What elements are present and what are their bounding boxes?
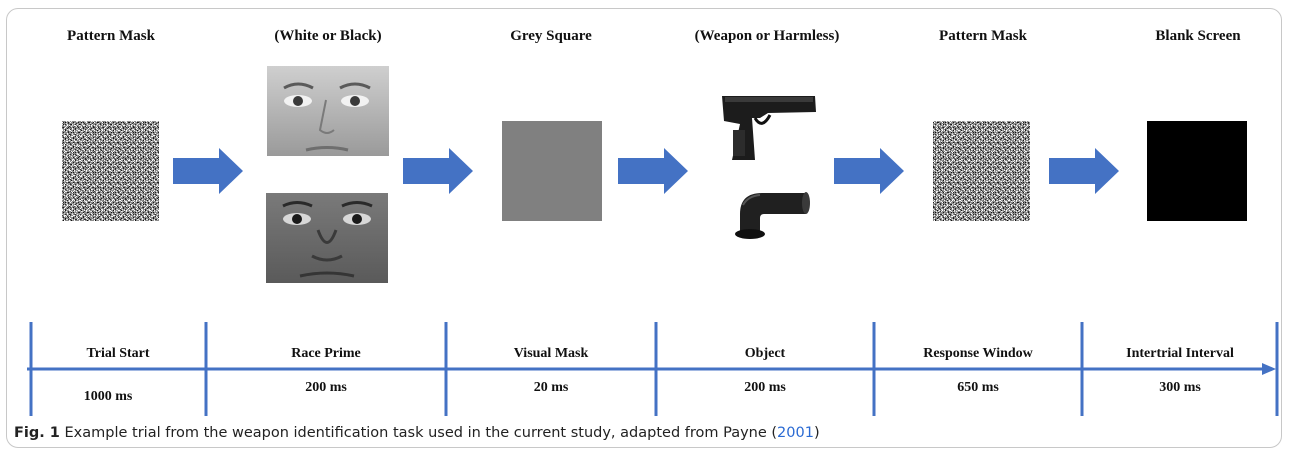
pipe-photo [735,192,810,239]
grey-square-stimulus [502,121,602,221]
timeline-duration-race-prime: 200 ms [305,380,347,395]
timeline-duration-visual-mask: 20 ms [533,380,569,395]
arrow-right-icon [173,148,243,194]
pattern-mask-stimulus-2 [933,121,1030,221]
timeline-duration-intertrial-interval: 300 ms [1159,380,1201,395]
timeline-duration-response-window: 650 ms [957,380,999,395]
timeline [27,322,1279,416]
timeline-label-race-prime: Race Prime [291,346,361,361]
stage-title-blank-screen: Blank Screen [1155,28,1241,44]
figure-caption: Fig. 1 Example trial from the weapon ide… [14,425,820,441]
timeline-label-response-window: Response Window [923,346,1033,361]
black-face-photo [266,193,388,283]
timeline-label-intertrial-interval: Intertrial Interval [1126,346,1234,361]
figure-label: Fig. 1 [14,425,60,441]
arrow-right-icon [1049,148,1119,194]
stage-title-race-prime: (White or Black) [274,28,382,44]
stage-title-object: (Weapon or Harmless) [694,28,840,44]
arrow-right-icon [618,148,688,194]
white-face-photo [267,66,389,156]
timeline-label-visual-mask: Visual Mask [513,346,589,361]
stage-title-pattern-mask-1: Pattern Mask [67,28,155,44]
caption-text: Example trial from the weapon identifica… [59,425,778,441]
stage-title-grey-square: Grey Square [510,28,592,44]
figure-frame [6,8,1282,448]
citation-link[interactable]: 2001 [777,425,814,441]
timeline-duration-trial-start: 1000 ms [83,389,133,404]
arrow-right-icon [403,148,473,194]
handgun-photo [722,96,816,160]
timeline-duration-object: 200 ms [744,380,786,395]
arrow-right-icon [834,148,904,194]
caption-closing: ) [813,425,820,441]
timeline-label-object: Object [744,346,786,361]
timeline-label-trial-start: Trial Start [86,346,150,361]
blank-screen-stimulus [1147,121,1247,221]
pattern-mask-stimulus-1 [62,121,159,221]
stage-title-pattern-mask-2: Pattern Mask [939,28,1027,44]
